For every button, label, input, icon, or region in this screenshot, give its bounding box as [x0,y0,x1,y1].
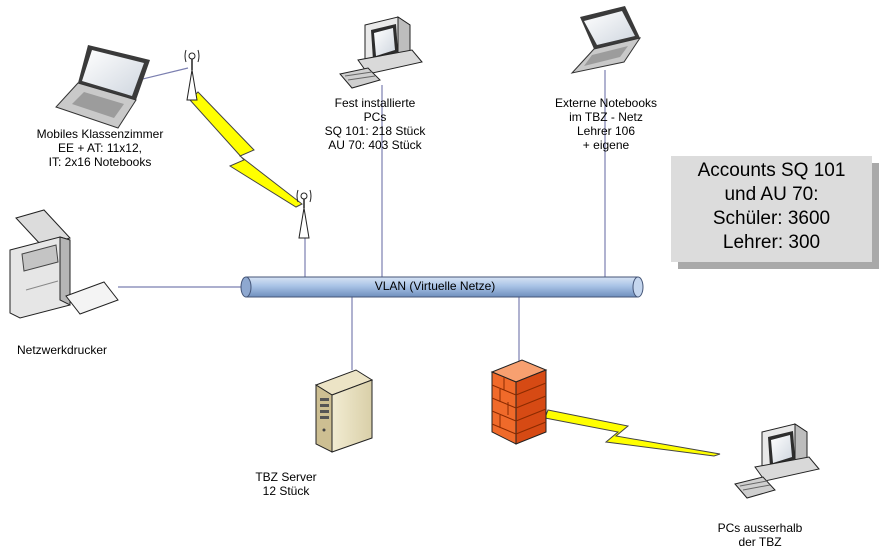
label-line: PCs ausserhalb [717,521,803,535]
printer-label: Netzwerkdrucker [16,343,108,357]
label-line: EE + AT: 11x12, [58,141,142,155]
label-line: 12 Stück [262,484,310,498]
external-notebooks-label: Externe Notebooks im TBZ - Netz Lehrer 1… [536,96,676,152]
mobile-laptop-icon [55,45,150,129]
accounts-line: und AU 70: [724,184,819,205]
printer-icon [9,209,119,319]
outside-pc-icon [734,423,820,499]
wireless-link-lightning [189,91,303,208]
server-label: TBZ Server 12 Stück [236,470,336,498]
server-icon [314,369,374,453]
accounts-line: Schüler: 3600 [712,208,831,229]
vlan-pipe [240,276,644,298]
external-notebook-icon [570,6,642,74]
label-line: AU 70: 403 Stück [328,138,422,152]
label-line: IT: 2x16 Notebooks [48,155,152,169]
vlan-label: VLAN (Virtuelle Netze) [374,279,496,293]
label-line: Lehrer 106 [576,124,636,138]
label-line: PCs [363,110,387,124]
access-point-icon [296,189,312,239]
accounts-line: Lehrer: 300 [722,232,821,253]
outside-pcs-label: PCs ausserhalb der TBZ [712,521,808,549]
accounts-box: Accounts SQ 101 und AU 70: Schüler: 3600… [671,156,872,262]
desktop-pc-icon [339,16,423,89]
label-line: der TBZ [738,535,782,549]
label-line: + eigene [582,138,630,152]
accounts-line: Accounts SQ 101 [697,160,846,181]
mobile-classroom-label: Mobiles Klassenzimmer EE + AT: 11x12, IT… [17,127,183,169]
firewall-icon [490,359,548,445]
fixed-pcs-label: Fest installierte PCs SQ 101: 218 Stück … [310,96,440,152]
label-line: TBZ Server [255,470,317,484]
label-line: Externe Notebooks [554,96,658,110]
antenna-icon [184,49,200,101]
label-line: SQ 101: 218 Stück [324,124,426,138]
label-line: Fest installierte [334,96,416,110]
label-line: Mobiles Klassenzimmer [36,127,164,141]
label-line: im TBZ - Netz [569,110,643,124]
external-link-lightning [544,409,721,457]
